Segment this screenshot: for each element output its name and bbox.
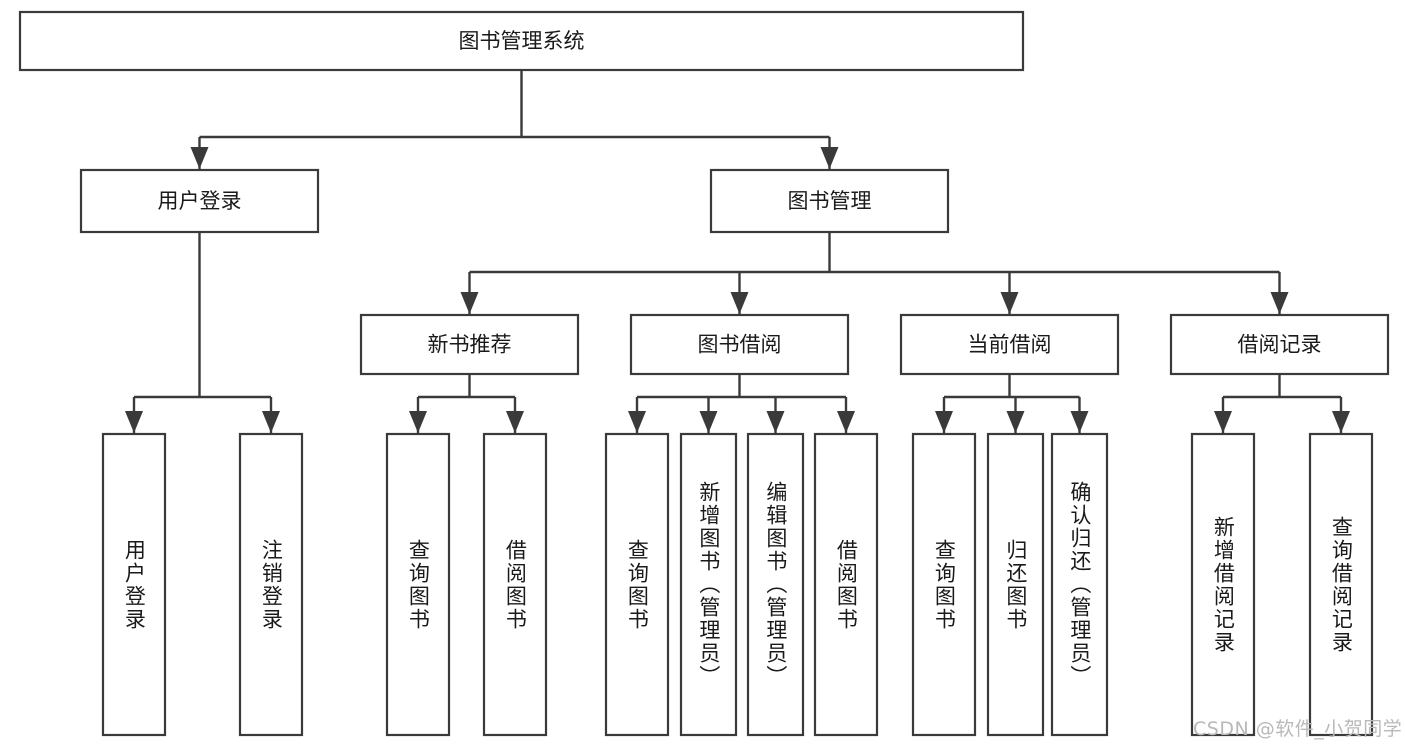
node-current-borrow-rect: [899, 313, 1120, 376]
node-borrow-records-label: 借阅记录: [1238, 333, 1322, 357]
node-book-borrow-label: 图书借阅: [698, 333, 782, 357]
arrow-head-icon: [1000, 292, 1019, 314]
arrow-head-icon: [730, 292, 749, 314]
arrow-head-icon: [1332, 411, 1350, 433]
node-borrow-records-rect: [1169, 313, 1390, 376]
arrow-head-icon: [820, 147, 839, 169]
node-leaf-borrow-book-recommend[interactable]: [482, 432, 548, 737]
node-leaf-confirm-return-admin-rect: [1050, 432, 1109, 737]
node-leaf-borrow-book-rect: [813, 432, 879, 737]
node-book-borrow-rect: [629, 313, 850, 376]
node-root[interactable]: 图书管理系统: [18, 10, 1025, 72]
node-leaf-user-login-rect: [101, 432, 167, 737]
node-current-borrow[interactable]: 当前借阅: [899, 313, 1120, 376]
node-user-login-label: 用户登录: [158, 189, 242, 213]
arrow-head-icon: [1006, 411, 1025, 433]
arrow-head-icon: [1214, 411, 1232, 433]
node-leaf-return-book-rect: [986, 432, 1045, 737]
node-leaf-edit-book-admin-rect: [746, 432, 805, 737]
node-leaf-borrow-book[interactable]: [813, 432, 879, 737]
node-leaf-user-login[interactable]: [101, 432, 167, 737]
node-leaf-query-book-borrow-rect: [604, 432, 670, 737]
arrow-head-icon: [766, 411, 785, 433]
arrow-head-icon: [935, 411, 953, 433]
node-leaf-logout-rect: [238, 432, 304, 737]
node-user-login[interactable]: 用户登录: [79, 168, 320, 234]
node-current-borrow-label: 当前借阅: [968, 333, 1052, 357]
node-book-management-label: 图书管理: [788, 189, 872, 213]
arrow-head-icon: [190, 147, 209, 169]
node-leaf-add-borrow-record-rect: [1190, 432, 1256, 737]
node-new-book-recommend-rect: [359, 313, 580, 376]
node-leaf-logout[interactable]: [238, 432, 304, 737]
node-leaf-add-book-admin-rect: [679, 432, 738, 737]
node-leaf-query-book-borrow[interactable]: [604, 432, 670, 737]
node-leaf-query-book-recommend[interactable]: [385, 432, 451, 737]
arrow-head-icon: [1070, 411, 1089, 433]
node-leaf-add-borrow-record[interactable]: [1190, 432, 1256, 737]
node-book-borrow[interactable]: 图书借阅: [629, 313, 850, 376]
arrow-head-icon: [837, 411, 855, 433]
arrow-head-icon: [125, 411, 143, 433]
arrow-head-icon: [699, 411, 718, 433]
node-root-label: 图书管理系统: [459, 29, 585, 53]
node-leaf-query-borrow-record-rect: [1308, 432, 1374, 737]
node-leaf-query-borrow-record[interactable]: [1308, 432, 1374, 737]
node-leaf-query-book-current-rect: [911, 432, 977, 737]
arrow-head-icon: [409, 411, 427, 433]
node-leaf-query-book-current[interactable]: [911, 432, 977, 737]
arrow-head-icon: [628, 411, 646, 433]
arrow-head-icon: [460, 292, 479, 314]
node-leaf-edit-book-admin[interactable]: [746, 432, 805, 737]
node-leaf-add-book-admin[interactable]: [679, 432, 738, 737]
node-root-rect: [18, 10, 1025, 72]
node-leaf-query-book-recommend-rect: [385, 432, 451, 737]
arrow-head-icon: [262, 411, 280, 433]
node-new-book-recommend-label: 新书推荐: [428, 333, 512, 357]
node-user-login-rect: [79, 168, 320, 234]
node-new-book-recommend[interactable]: 新书推荐: [359, 313, 580, 376]
arrow-head-icon: [1270, 292, 1289, 314]
arrow-head-icon: [506, 411, 524, 433]
connector-lines: [125, 70, 1350, 433]
node-leaf-return-book[interactable]: [986, 432, 1045, 737]
csdn-watermark: CSDN @软件_小贺同学: [1193, 718, 1403, 740]
node-borrow-records[interactable]: 借阅记录: [1169, 313, 1390, 376]
node-leaf-confirm-return-admin[interactable]: [1050, 432, 1109, 737]
node-book-management[interactable]: 图书管理: [709, 168, 950, 234]
node-leaf-borrow-book-recommend-rect: [482, 432, 548, 737]
node-book-management-rect: [709, 168, 950, 234]
